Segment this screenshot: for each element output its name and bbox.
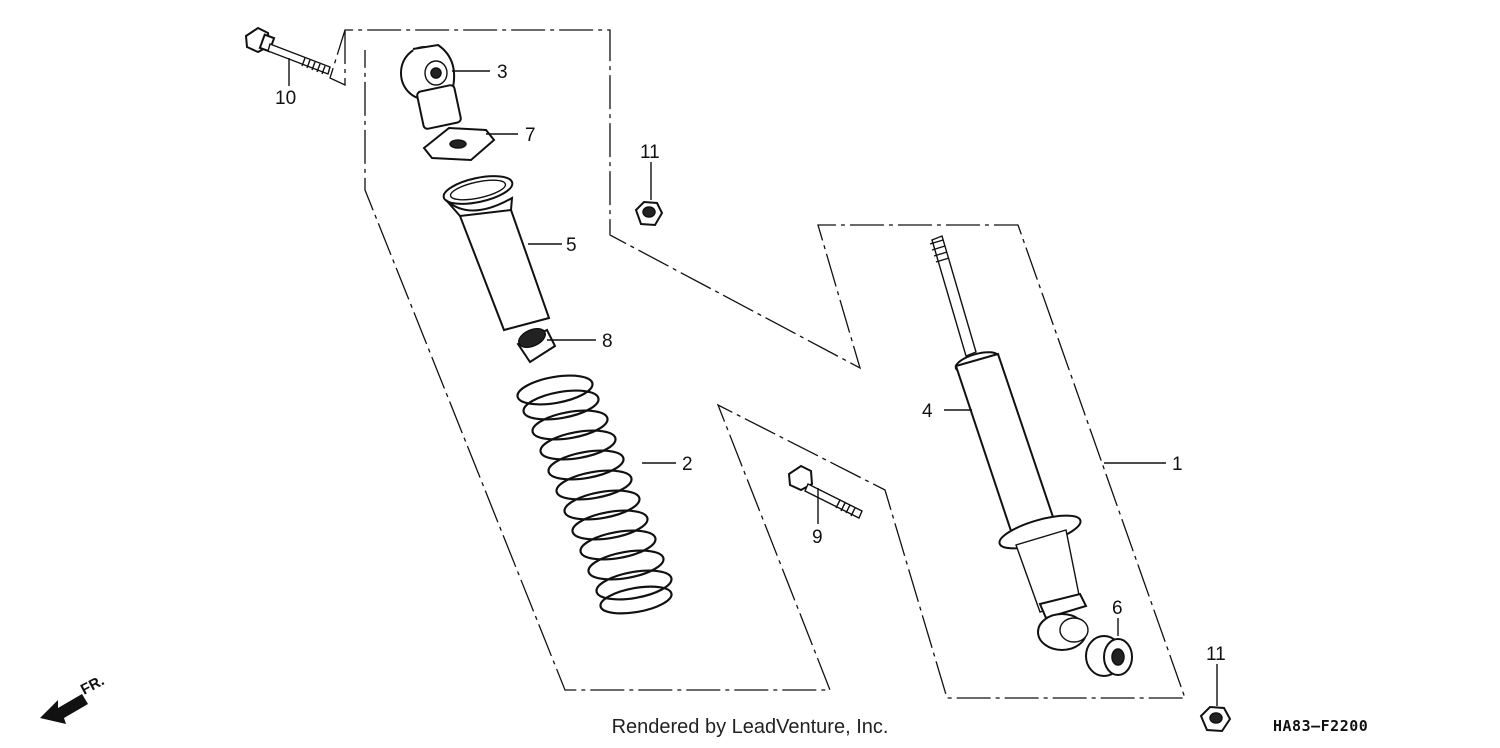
bushing-6[interactable] <box>1085 635 1133 677</box>
bushing-3[interactable] <box>400 43 462 130</box>
nut-11-top[interactable] <box>634 200 664 227</box>
callout-6: 6 <box>1112 598 1123 619</box>
dust-boot-5[interactable] <box>441 171 551 332</box>
diagram-code: HA83–F2200 <box>1273 717 1369 735</box>
callout-1: 1 <box>1172 454 1183 475</box>
assembly-outlines <box>329 29 1186 699</box>
callout-11-bottom: 11 <box>1206 644 1226 665</box>
footer-credit: Rendered by LeadVenture, Inc. <box>611 716 889 738</box>
callout-11-top: 11 <box>640 142 660 163</box>
coil-spring-2[interactable] <box>515 371 673 618</box>
bolt-10[interactable] <box>244 26 331 75</box>
callout-9: 9 <box>812 527 823 548</box>
callout-8: 8 <box>602 331 613 352</box>
arrow-left-icon <box>40 694 88 724</box>
callout-3: 3 <box>497 62 508 83</box>
callout-10: 10 <box>275 88 296 109</box>
callout-7: 7 <box>525 125 536 146</box>
nut-11-bottom[interactable] <box>1199 705 1232 733</box>
callout-numbers: 10 3 7 11 5 8 4 2 1 9 6 11 <box>275 62 1226 665</box>
leader-lines <box>288 58 1218 706</box>
bolt-9[interactable] <box>787 464 863 519</box>
assembly-outline-upper <box>329 29 1186 699</box>
callout-2: 2 <box>682 454 693 475</box>
shock-absorber-4[interactable] <box>929 235 1089 651</box>
bump-rubber-8[interactable] <box>516 325 557 364</box>
callout-4: 4 <box>922 401 933 422</box>
washer-plate-7[interactable] <box>422 126 496 162</box>
callout-5: 5 <box>566 235 577 256</box>
